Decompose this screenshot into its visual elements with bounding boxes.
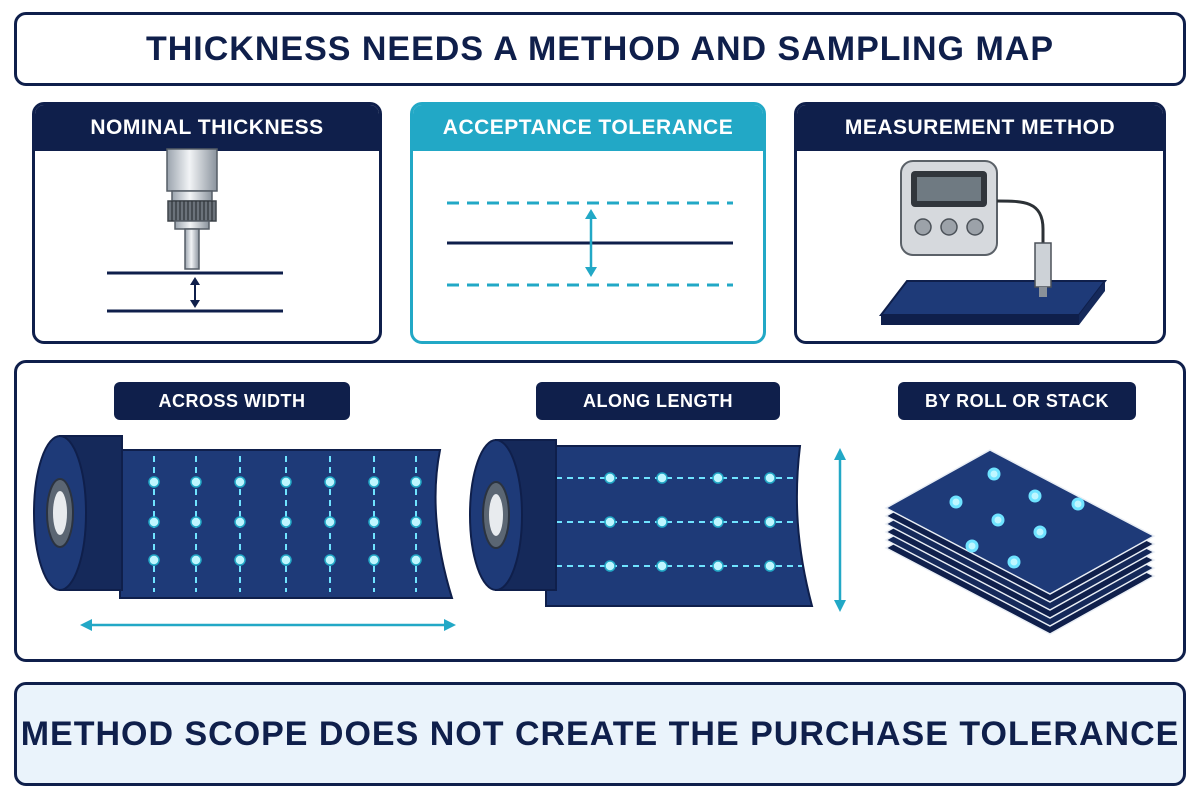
sheet-stack-icon xyxy=(884,449,1156,635)
micrometer-probe-icon xyxy=(107,148,283,313)
across-width-label: ACROSS WIDTH xyxy=(114,382,350,420)
measurement-method-label: MEASUREMENT METHOD xyxy=(797,105,1163,151)
roll-icon xyxy=(469,439,846,612)
acceptance-tolerance-panel: ACCEPTANCE TOLERANCE xyxy=(410,102,766,344)
nominal-thickness-panel: NOMINAL THICKNESS xyxy=(32,102,382,344)
page-title: THICKNESS NEEDS A METHOD AND SAMPLING MA… xyxy=(145,29,1055,68)
nominal-thickness-label: NOMINAL THICKNESS xyxy=(35,105,379,151)
measurement-method-panel: MEASUREMENT METHOD xyxy=(794,102,1166,344)
digital-gauge-icon xyxy=(878,160,1108,325)
along-length-label: ALONG LENGTH xyxy=(536,382,780,420)
footer-statement: METHOD SCOPE DOES NOT CREATE THE PURCHAS… xyxy=(20,714,1180,753)
by-roll-or-stack-label: BY ROLL OR STACK xyxy=(898,382,1136,420)
title-banner: THICKNESS NEEDS A METHOD AND SAMPLING MA… xyxy=(14,12,1186,86)
tolerance-band-icon xyxy=(447,201,733,287)
roll-icon xyxy=(33,435,456,631)
acceptance-tolerance-label: ACCEPTANCE TOLERANCE xyxy=(413,105,763,151)
footer-banner: METHOD SCOPE DOES NOT CREATE THE PURCHAS… xyxy=(14,682,1186,786)
